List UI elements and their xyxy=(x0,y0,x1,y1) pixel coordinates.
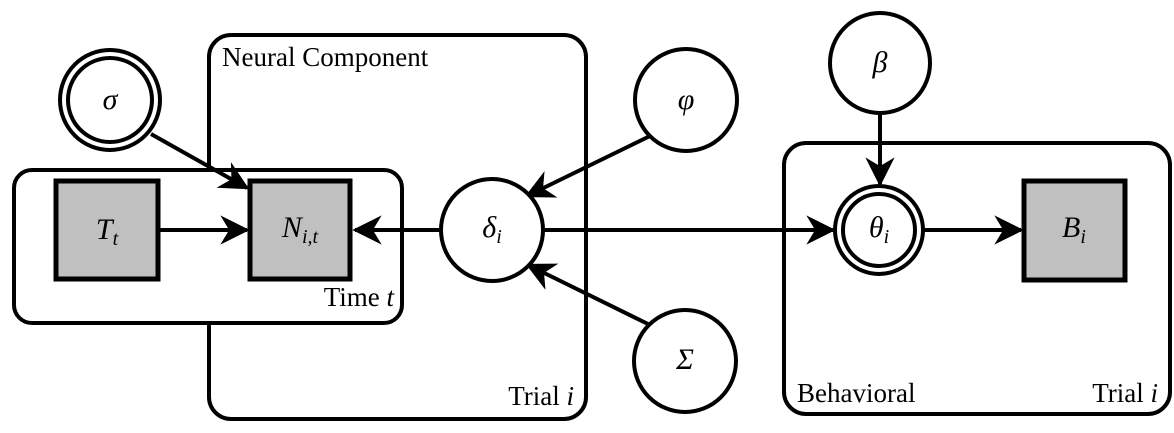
node-phi-circle xyxy=(633,47,739,153)
plate-behavioral-label: Behavioral xyxy=(797,378,915,408)
node-phi-label: φ xyxy=(678,83,695,116)
node-T[interactable]: Tt xyxy=(53,178,161,282)
node-T-base: T xyxy=(96,213,115,246)
edge-phi-to-delta xyxy=(524,134,651,198)
edge-sigma-to-N xyxy=(150,132,250,190)
node-delta-label: δi xyxy=(482,211,502,248)
node-theta-inner-circle xyxy=(841,192,917,268)
node-N-square xyxy=(247,178,353,282)
node-theta[interactable]: θi xyxy=(833,184,925,276)
node-delta[interactable]: δi xyxy=(439,177,545,283)
trial-word: Trial xyxy=(508,381,566,411)
node-delta-circle xyxy=(439,177,545,283)
plate-neural-component-label: Neural Component xyxy=(222,42,429,72)
node-T-label: Tt xyxy=(96,213,119,250)
plate-behavioral: Behavioral Trial i xyxy=(782,141,1172,416)
node-T-square xyxy=(53,178,161,282)
node-Sigma-label: Σ xyxy=(675,343,694,376)
node-Sigma-circle xyxy=(632,308,738,414)
node-N-label: Ni,t xyxy=(281,211,319,248)
node-beta-label: β xyxy=(872,46,888,79)
plate-neural-component: Neural Component Trial i xyxy=(207,33,588,421)
node-B-sub: i xyxy=(1080,226,1086,248)
plate-behavioral-border xyxy=(782,141,1172,416)
node-sigma[interactable]: σ xyxy=(58,48,162,152)
node-theta-base: θ xyxy=(869,211,884,244)
node-N[interactable]: Ni,t xyxy=(247,178,353,282)
node-B-label: Bi xyxy=(1062,211,1086,248)
node-sigma-inner-circle xyxy=(66,56,154,144)
plate-time-label: Time t xyxy=(324,282,396,312)
trial-index-2: i xyxy=(1150,378,1158,408)
node-sigma-label: σ xyxy=(103,83,119,116)
node-B[interactable]: Bi xyxy=(1021,178,1128,283)
trial-word-2: Trial xyxy=(1092,378,1150,408)
time-index: t xyxy=(386,282,395,312)
node-beta-circle xyxy=(828,11,932,115)
node-N-base: N xyxy=(281,211,304,244)
node-phi[interactable]: φ xyxy=(633,47,739,153)
node-T-sub: t xyxy=(113,228,119,250)
node-delta-sub: i xyxy=(496,226,502,248)
node-Sigma[interactable]: Σ xyxy=(632,308,738,414)
trial-index: i xyxy=(566,381,574,411)
node-theta-label: θi xyxy=(869,211,889,248)
node-B-base: B xyxy=(1062,211,1080,244)
node-delta-base: δ xyxy=(482,211,497,244)
plate-neural-component-corner-label: Trial i xyxy=(508,381,574,411)
node-theta-sub: i xyxy=(884,226,890,248)
node-beta[interactable]: β xyxy=(828,11,932,115)
plate-behavioral-corner-label: Trial i xyxy=(1092,378,1158,408)
edge-Sigma-to-delta xyxy=(525,263,651,327)
node-N-sub: i,t xyxy=(302,226,319,248)
time-word: Time xyxy=(324,282,387,312)
node-B-square xyxy=(1021,178,1128,283)
